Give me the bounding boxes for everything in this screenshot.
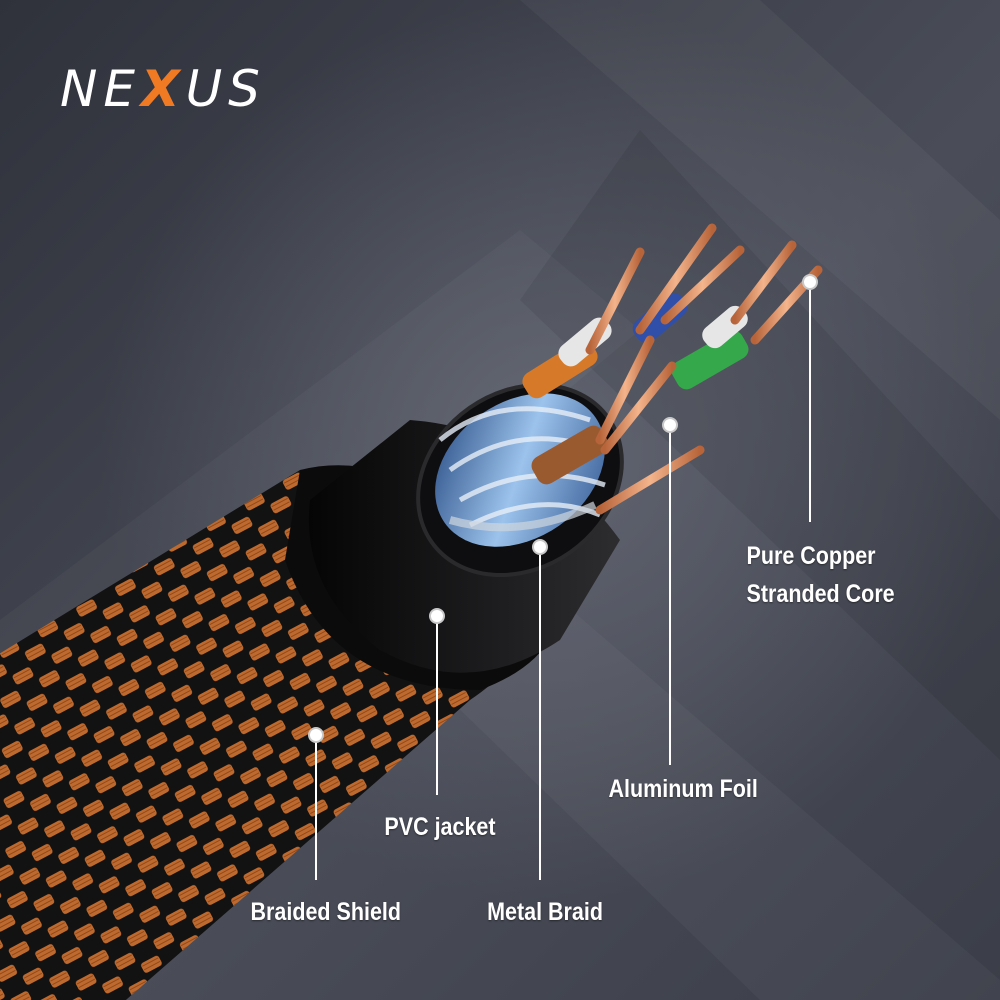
- label-aluminum-foil: Aluminum Foil: [608, 775, 758, 803]
- label-braided-shield: Braided Shield: [250, 898, 402, 926]
- foil-core: [435, 393, 606, 547]
- label-pure-copper-line1: Pure Copper: [746, 542, 876, 570]
- callout-leaders: [308, 274, 818, 880]
- label-pure-copper-line2: Stranded Core: [746, 580, 895, 608]
- label-pure-copper-stranded-core: Pure Copper Stranded Core: [746, 537, 895, 613]
- label-metal-braid: Metal Braid: [487, 898, 603, 926]
- label-pvc-jacket: PVC jacket: [384, 813, 496, 841]
- logo-text-pre: NE: [60, 60, 141, 118]
- nexus-logo: NEXUS: [60, 60, 266, 118]
- logo-text-x: X: [141, 60, 186, 118]
- logo-text-post: US: [185, 60, 266, 118]
